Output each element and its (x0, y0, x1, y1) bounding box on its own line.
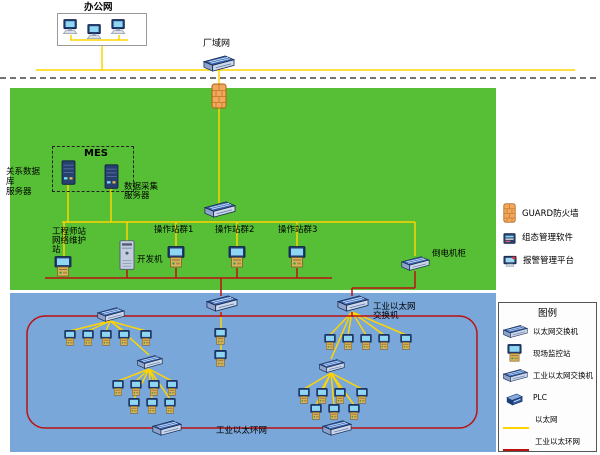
op-group-3 (288, 246, 306, 268)
mes-label: MES (84, 148, 108, 159)
control-network-zone (10, 88, 496, 290)
daq-server-label-1: 数据采集 (124, 182, 159, 192)
engineer-label-2: 网络维护 (52, 236, 87, 246)
field-station (324, 334, 336, 350)
mid-field-station-2 (214, 350, 227, 367)
legend-label: PLC (533, 392, 547, 402)
office-pc-1 (62, 19, 80, 35)
ind-switch-2 (336, 294, 369, 313)
cabinet-label: 倒电机柜 (432, 249, 467, 259)
cabinet-switch (400, 255, 430, 272)
plant-wan-label: 厂域网 (203, 39, 231, 49)
config-software-label: 组态管理软件 (522, 232, 574, 243)
ethernet-line-swatch (502, 416, 530, 429)
field-station (378, 334, 390, 350)
op-group-2-label: 操作站群2 (215, 225, 255, 235)
op-group-1-label: 操作站群1 (154, 225, 194, 235)
guard-firewall-label: GUARD防火墙 (522, 209, 579, 219)
ring-switch-1 (151, 419, 182, 437)
ring-net-label: 工业以太环网 (216, 426, 268, 436)
legend-row-ethernet-switch: 以太网交换机 (502, 320, 593, 342)
cluster-left2-switch (136, 354, 163, 370)
field-station (342, 334, 354, 350)
legend-label: 以太网 (535, 414, 558, 424)
field-station (348, 404, 360, 420)
dev-machine-label: 开发机 (137, 255, 163, 265)
db-server (61, 160, 76, 185)
legend-row-plc: PLC (502, 386, 593, 408)
office-pc-2 (86, 24, 104, 40)
op-group-2 (228, 246, 246, 268)
industrial-ring-line-swatch (502, 438, 530, 451)
field-station (164, 398, 176, 414)
field-station (328, 404, 340, 420)
industrial-ethernet-switch-icon (502, 368, 529, 383)
legend-label: 工业以太网交换机 (533, 370, 593, 380)
daq-server-label-2: 服务器 (124, 191, 150, 201)
field-station (128, 398, 140, 414)
field-station (130, 380, 142, 396)
legend-label: 工业以太环网 (535, 436, 580, 446)
ethernet-switch-icon (502, 324, 529, 339)
firewall-icon (503, 203, 516, 223)
legend-row-field-station: 现场监控站 (502, 342, 593, 364)
mes-box (52, 146, 134, 192)
legend-title: 图例 (537, 308, 557, 319)
field-station-icon (507, 344, 522, 362)
field-station (400, 334, 412, 350)
db-server-label-2: 库 (6, 177, 15, 187)
ind-switch-label-1: 工业以太网 (373, 302, 416, 312)
field-station (140, 330, 152, 346)
engineer-label-3: 站 (52, 245, 61, 255)
engineer-label-1: 工程师站 (52, 227, 87, 237)
legend-box: 图例 以太网交换机 现场监控站 工业以太网交换机 PLC 以太网 工业以太环网 (498, 302, 597, 452)
legend-row-ethernet-line: 以太网 (502, 408, 593, 430)
main-firewall (211, 83, 227, 109)
office-pc-3 (110, 19, 128, 35)
office-box (57, 13, 147, 46)
side-item-guard-firewall: GUARD防火墙 (503, 203, 579, 223)
legend-label: 现场监控站 (533, 348, 571, 358)
cluster-left-switch (96, 306, 125, 323)
plc-icon (505, 391, 523, 406)
engineer-station (54, 256, 72, 277)
plant-wan-switch (202, 54, 235, 73)
field-station (316, 388, 328, 404)
legend-label: 以太网交换机 (533, 326, 578, 336)
field-station (334, 388, 346, 404)
field-station (310, 404, 322, 420)
field-station (360, 334, 372, 350)
field-station (146, 398, 158, 414)
db-server-label-1: 关系数据 (6, 167, 41, 177)
side-item-config-software: 组态管理软件 (503, 230, 574, 244)
mid-field-station-1 (214, 328, 227, 345)
op-group-1 (167, 246, 185, 268)
ring-switch-2 (321, 419, 352, 437)
field-station (148, 380, 160, 396)
field-station (356, 388, 368, 404)
field-station (100, 330, 112, 346)
control-lan-switch (203, 200, 236, 219)
dev-machine (119, 240, 135, 270)
alarm-monitor-icon (503, 253, 517, 267)
alarm-platform-label: 报警管理平台 (523, 255, 575, 266)
legend-row-industrial-switch: 工业以太网交换机 (502, 364, 593, 386)
office-net-label: 办公网 (84, 2, 113, 13)
software-box-icon (503, 230, 516, 244)
ind-switch-1 (205, 294, 238, 313)
op-group-3-label: 操作站群3 (278, 225, 318, 235)
db-server-label-3: 服务器 (6, 187, 32, 197)
field-station (64, 330, 76, 346)
field-station (166, 380, 178, 396)
ind-switch-label-2: 交换机 (373, 311, 399, 321)
side-item-alarm-platform: 报警管理平台 (503, 253, 575, 267)
field-station (298, 388, 310, 404)
legend-row-ring-line: 工业以太环网 (502, 430, 593, 452)
field-station (82, 330, 94, 346)
cluster-right2-switch (318, 358, 345, 374)
daq-server (104, 164, 119, 189)
field-station (112, 380, 124, 396)
field-station (118, 330, 130, 346)
